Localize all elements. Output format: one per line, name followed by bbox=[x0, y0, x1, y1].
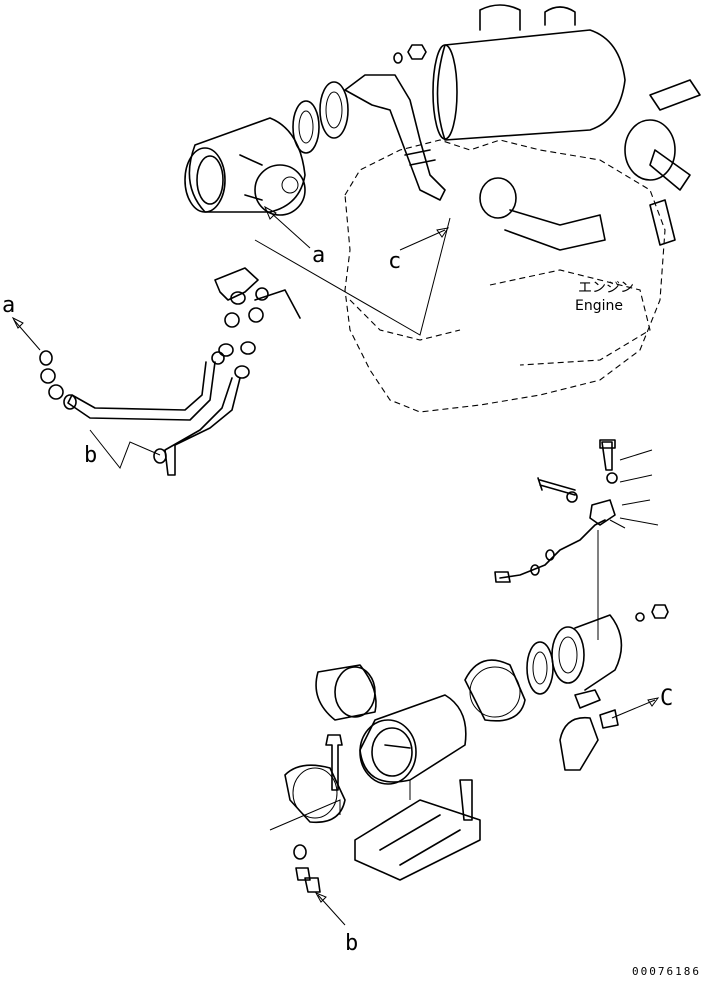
fan-icon bbox=[624, 79, 701, 246]
drawing-code: 00076186 bbox=[632, 965, 701, 978]
engine-label-jp: エンジン bbox=[578, 280, 634, 296]
label-c-bottom: C bbox=[660, 686, 673, 711]
air-cleaner-top bbox=[184, 117, 306, 216]
label-c-top: c bbox=[388, 249, 401, 274]
air-cleaner-bottom bbox=[284, 604, 669, 893]
hose-assembly bbox=[39, 267, 301, 476]
engine-label-en: Engine bbox=[575, 298, 623, 314]
label-b-left: b bbox=[84, 443, 97, 468]
label-a-left: a bbox=[2, 293, 15, 318]
label-b-bottom: b bbox=[345, 931, 358, 956]
engine-assembly bbox=[292, 4, 701, 413]
sensor-assembly bbox=[494, 439, 659, 640]
label-a-top: a bbox=[312, 243, 325, 268]
